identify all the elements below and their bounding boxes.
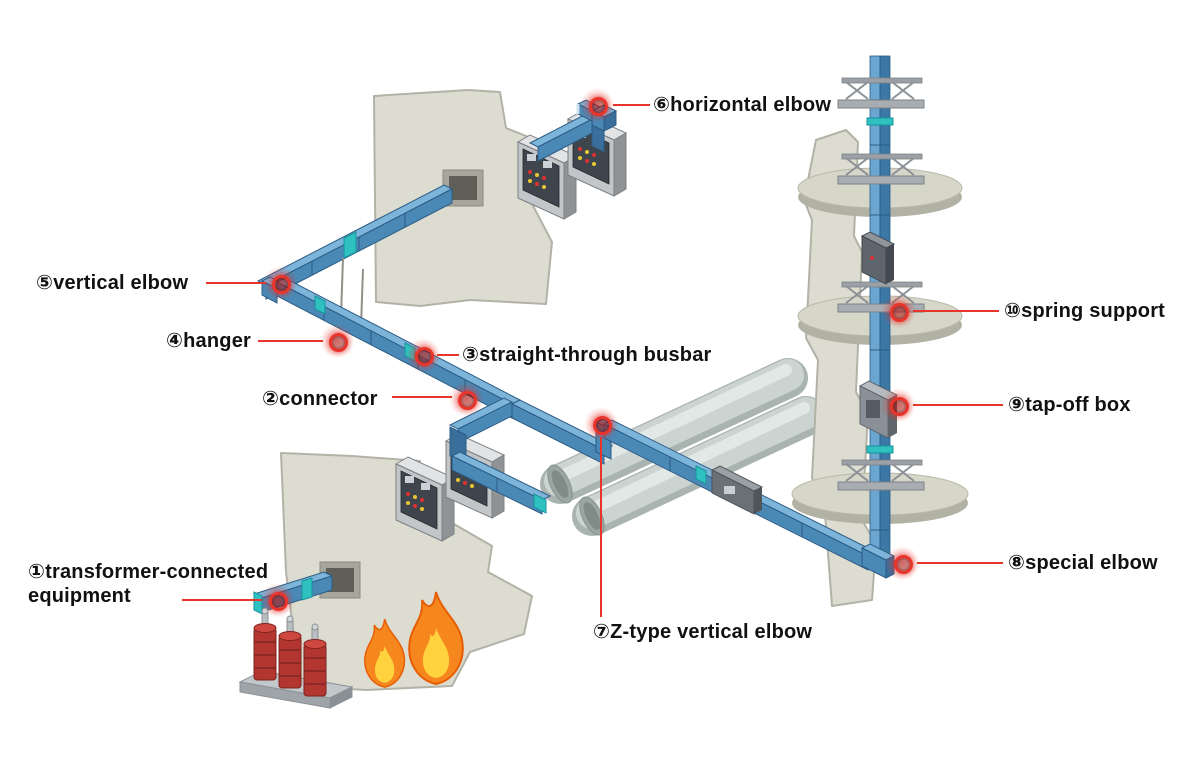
- callout-label-tap-off-box: ⑨tap-off box: [1008, 394, 1131, 416]
- target-marker-icon: [260, 583, 294, 617]
- target-marker-icon: [320, 324, 354, 358]
- upper-busbar-run: [256, 184, 454, 300]
- target-marker-icon: [406, 338, 440, 372]
- callout-label-special-elbow: ⑧special elbow: [1008, 552, 1158, 574]
- leader-line: [913, 404, 1003, 406]
- leader-line: [182, 599, 262, 601]
- spring-support: [837, 481, 925, 491]
- leader-line: [437, 354, 459, 356]
- target-marker-icon: [580, 88, 614, 122]
- target-marker-icon: [881, 388, 915, 422]
- upper-wall: [373, 89, 553, 307]
- callout-label-straight-through-busbar: ③straight-through busbar: [462, 344, 712, 366]
- leader-line: [392, 396, 452, 398]
- callout-label-vertical-elbow: ⑤vertical elbow: [36, 272, 189, 294]
- busbar-joint: [301, 577, 313, 601]
- spring-support: [837, 175, 925, 185]
- callout-label-horizontal-elbow: ⑥horizontal elbow: [653, 94, 832, 116]
- busbar-joint: [866, 445, 894, 454]
- target-marker-icon: [881, 294, 915, 328]
- z-step-to-cabinets: [448, 397, 552, 515]
- busbar-joint: [695, 465, 707, 485]
- callout-label-transformer-connected-equipment: ①transformer-connected equipment: [28, 561, 269, 607]
- leader-line: [600, 437, 602, 617]
- hanger-rod: [340, 257, 344, 317]
- target-marker-icon: [584, 407, 618, 441]
- leader-line: [258, 340, 323, 342]
- flames: [364, 591, 464, 688]
- leader-line: [613, 104, 650, 106]
- callout-label-spring-support: ⑩spring support: [1004, 300, 1166, 322]
- target-marker-icon: [885, 546, 919, 580]
- tap-off-box-upper: [860, 231, 896, 285]
- target-marker-icon: [263, 266, 297, 300]
- leader-line: [917, 562, 1003, 564]
- busbar-joint: [866, 117, 894, 126]
- busbar-joint: [314, 295, 326, 315]
- callout-label-connector: ②connector: [262, 388, 378, 410]
- busbar-joint: [533, 493, 547, 514]
- callout-label-hanger: ④hanger: [166, 330, 252, 352]
- busbar-joint: [343, 231, 357, 259]
- leader-line: [206, 282, 266, 284]
- transformer: [238, 607, 354, 709]
- callout-label-z-type-vertical-elbow: ⑦Z-type vertical elbow: [593, 621, 813, 643]
- junction-box: [710, 465, 764, 515]
- target-marker-icon: [449, 382, 483, 416]
- leader-line: [913, 310, 999, 312]
